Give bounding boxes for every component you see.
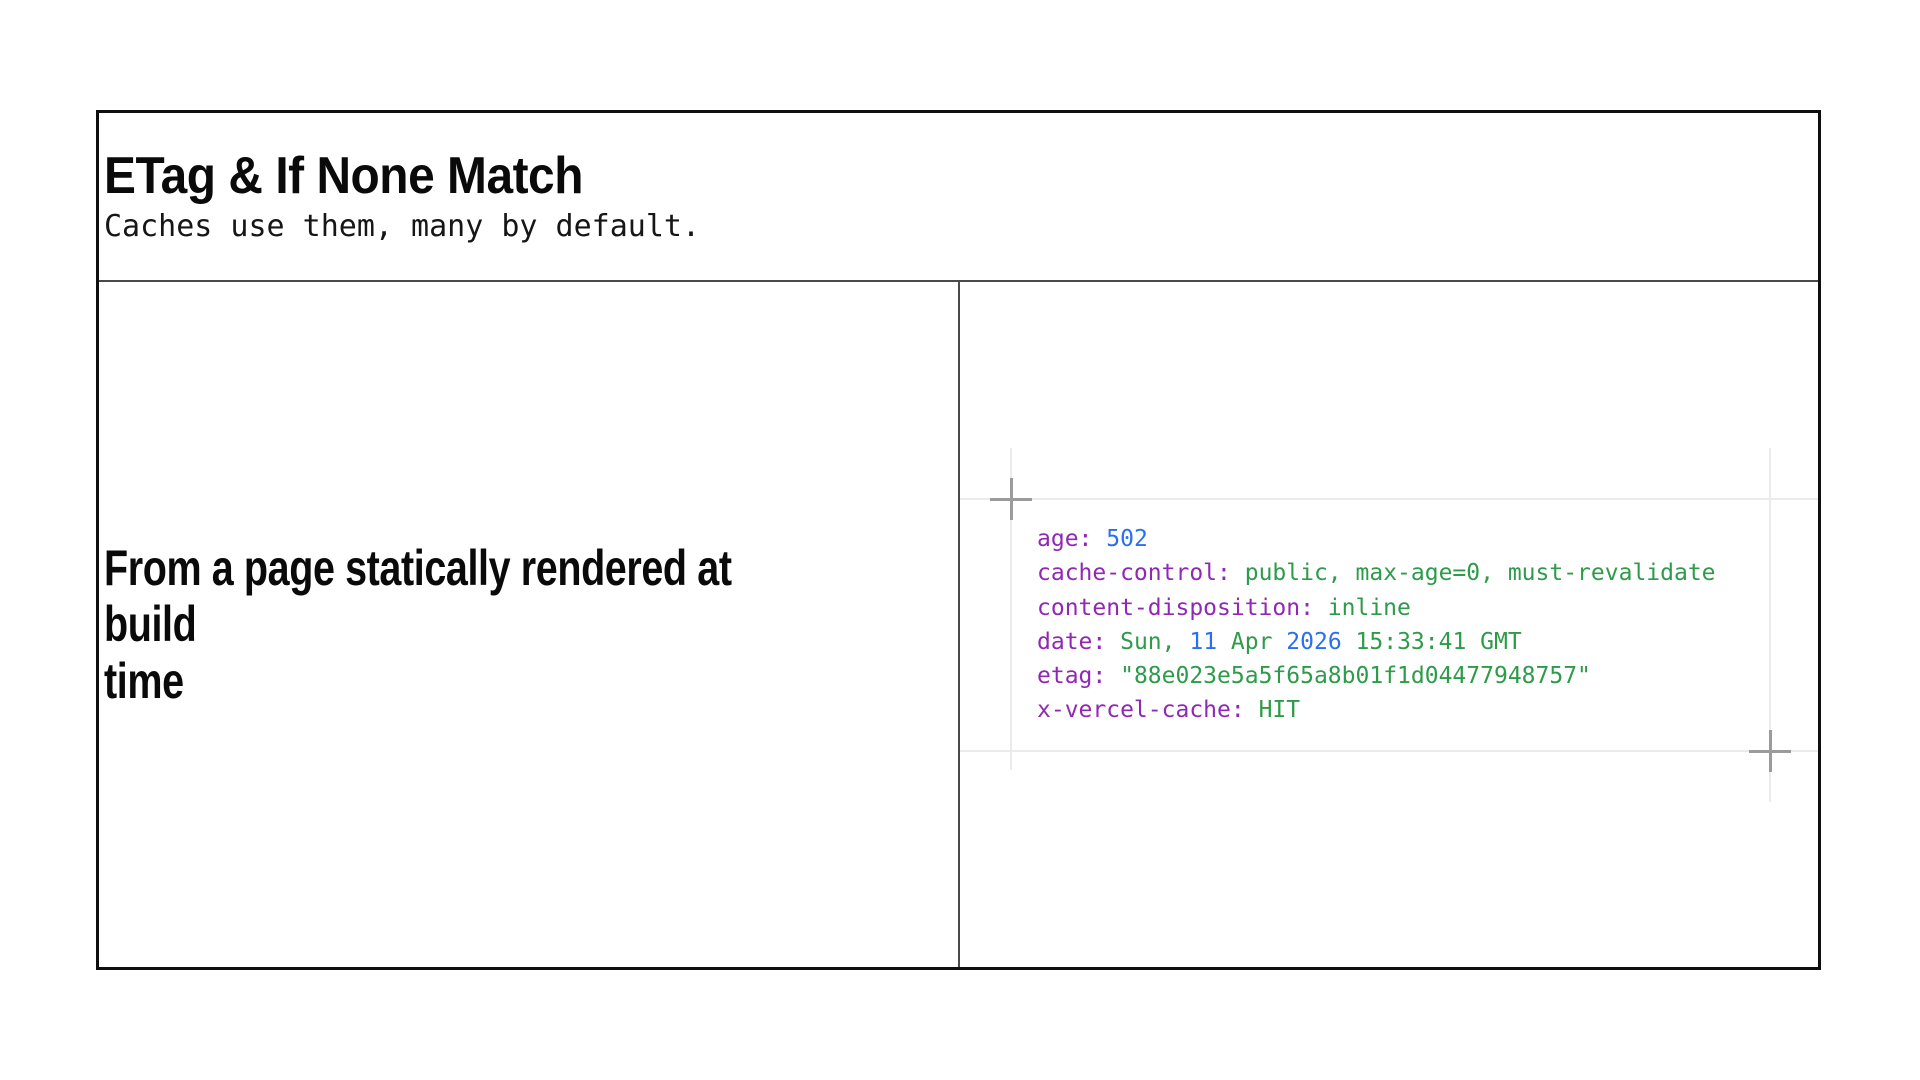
token-str: Sun,	[1120, 628, 1190, 655]
slide-frame: ETag & If None Match Caches use them, ma…	[96, 110, 1821, 970]
crop-guide-left-line	[1010, 448, 1012, 770]
token-str: public, max-age=0, must-revalidate	[1244, 560, 1716, 587]
crop-guide-right-line	[1769, 448, 1771, 802]
token-str: "88e023e5a5f65a8b01f1d04477948757"	[1120, 663, 1591, 690]
header-line: age: 502	[1037, 522, 1716, 556]
header-line: content-disposition: inline	[1037, 591, 1716, 625]
token-num: 502	[1106, 526, 1148, 552]
token-str: 15:33:41 GMT	[1341, 628, 1522, 655]
crop-guide-top-line	[960, 498, 1818, 500]
slide-content: From a page statically rendered at build…	[99, 282, 1818, 967]
token-str: inline	[1327, 594, 1411, 621]
token-num: 2026	[1286, 628, 1342, 655]
left-panel-heading: From a page statically rendered at build…	[104, 539, 732, 709]
slide-subtitle: Caches use them, many by default.	[104, 208, 701, 244]
token-key: age:	[1037, 526, 1107, 552]
token-key: date:	[1037, 628, 1121, 655]
token-key: cache-control:	[1037, 560, 1245, 587]
slide-header: ETag & If None Match Caches use them, ma…	[99, 113, 1818, 282]
token-key: etag:	[1037, 663, 1121, 690]
token-num: 11	[1189, 628, 1218, 655]
token-key: x-vercel-cache:	[1037, 697, 1259, 724]
header-line: cache-control: public, max-age=0, must-r…	[1037, 556, 1716, 590]
header-line: etag: "88e023e5a5f65a8b01f1d04477948757"	[1037, 659, 1716, 693]
crop-guide-bottom-line	[960, 750, 1818, 752]
crosshair-top-left-icon	[990, 478, 1032, 520]
left-panel: From a page statically rendered at build…	[99, 282, 960, 967]
token-str: Apr	[1217, 628, 1287, 655]
crosshair-bottom-right-icon	[1749, 730, 1791, 772]
token-str: HIT	[1258, 697, 1301, 724]
header-line: date: Sun, 11 Apr 2026 15:33:41 GMT	[1037, 625, 1716, 659]
header-line: x-vercel-cache: HIT	[1037, 693, 1716, 727]
token-key: content-disposition:	[1037, 594, 1328, 621]
slide-title: ETag & If None Match	[104, 147, 583, 205]
